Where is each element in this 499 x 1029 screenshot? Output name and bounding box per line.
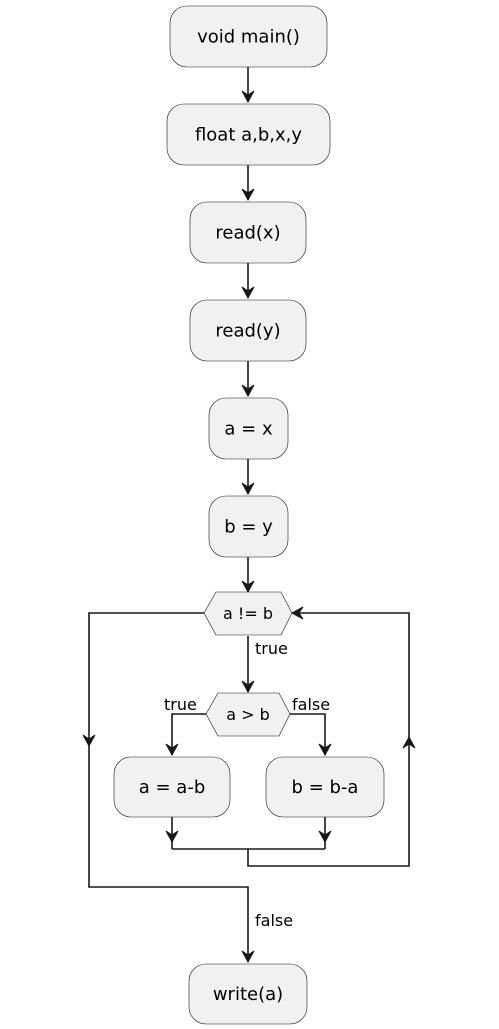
node-read-y-label: read(y) xyxy=(215,321,280,342)
edge-if-true-to-subtract-b xyxy=(171,713,206,755)
node-output-label: write(a) xyxy=(213,984,283,1005)
arrowhead-to-subtract-a xyxy=(318,743,332,757)
node-loop-condition-label: a != b xyxy=(223,604,273,623)
node-if-condition-shape xyxy=(205,692,291,737)
node-loop-condition-shape xyxy=(203,591,293,636)
node-assign-b-box xyxy=(208,495,289,558)
node-subtract-a: b = b-a xyxy=(265,756,385,818)
node-declare-label: float a,b,x,y xyxy=(195,125,302,146)
node-subtract-b: a = a-b xyxy=(113,756,231,818)
arrowhead-to-if xyxy=(241,680,255,694)
node-subtract-b-label: a = a-b xyxy=(139,777,206,798)
node-start-label: void main() xyxy=(197,27,300,48)
node-if-condition-label: a > b xyxy=(226,705,270,724)
edge-loop-back xyxy=(247,612,410,867)
edge-label-loop-true: true xyxy=(255,639,288,658)
node-loop-condition: a != b xyxy=(203,591,293,636)
node-read-x-box xyxy=(189,201,307,264)
node-assign-b: b = y xyxy=(208,495,289,558)
node-read-y-box xyxy=(189,299,307,362)
arrowhead-to-assign-b xyxy=(241,482,255,496)
node-assign-a: a = x xyxy=(208,397,289,460)
node-if-condition: a > b xyxy=(205,692,291,737)
arrowhead-to-declare xyxy=(241,90,255,104)
arrowhead-to-output xyxy=(241,950,255,964)
edge-label-if-false: false xyxy=(292,695,330,714)
arrowheads xyxy=(82,90,416,964)
edge-loop-false-exit xyxy=(88,612,249,962)
node-subtract-a-label: b = b-a xyxy=(292,777,359,798)
node-output-box xyxy=(188,963,308,1025)
edges xyxy=(88,67,410,962)
node-read-x: read(x) xyxy=(189,201,307,264)
arrowhead-subtract-b-down xyxy=(165,830,179,844)
arrowhead-to-read-y xyxy=(241,286,255,300)
edge-if-false-to-subtract-a xyxy=(290,713,326,755)
node-assign-a-box xyxy=(208,397,289,460)
node-output: write(a) xyxy=(188,963,308,1025)
edge-label-if-true: true xyxy=(164,695,197,714)
arrowhead-subtract-a-down xyxy=(318,830,332,844)
arrowhead-to-subtract-b xyxy=(165,743,179,757)
node-assign-a-label: a = x xyxy=(224,419,273,440)
arrowhead-to-assign-a xyxy=(241,384,255,398)
arrowhead-loop-back-in xyxy=(290,606,304,620)
node-start-box xyxy=(169,5,328,68)
node-assign-b-label: b = y xyxy=(224,517,273,538)
arrowhead-loop-back-up xyxy=(402,735,416,749)
node-read-x-label: read(x) xyxy=(215,223,280,244)
arrowhead-exit-down xyxy=(82,734,96,748)
node-start: void main() xyxy=(169,5,328,68)
node-declare: float a,b,x,y xyxy=(166,103,331,166)
node-declare-box xyxy=(166,103,331,166)
node-subtract-a-box xyxy=(265,756,385,818)
arrowhead-to-loop xyxy=(241,580,255,594)
arrowhead-to-read-x xyxy=(241,188,255,202)
node-subtract-b-box xyxy=(113,756,231,818)
node-read-y: read(y) xyxy=(189,299,307,362)
edge-label-loop-false: false xyxy=(255,911,293,930)
